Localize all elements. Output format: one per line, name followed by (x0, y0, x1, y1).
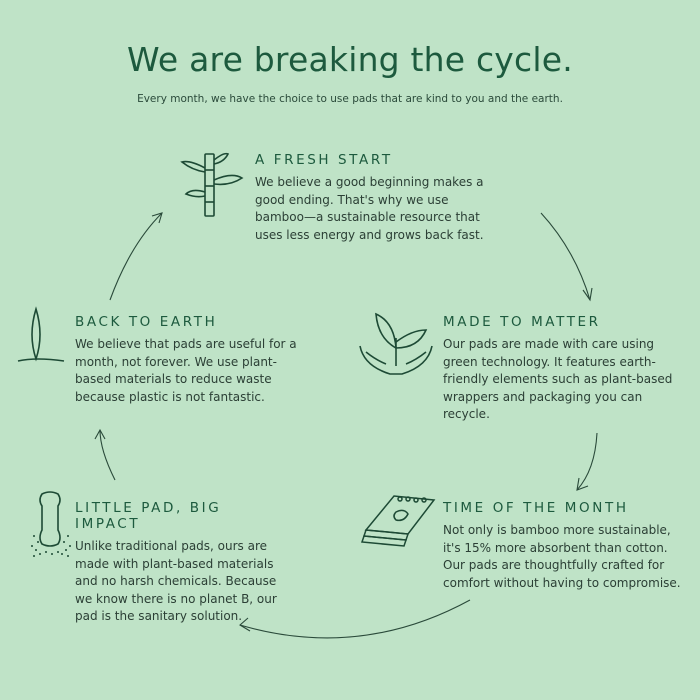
bamboo-icon (178, 148, 248, 220)
arrow-little-to-back (99, 429, 116, 481)
step-made-to-matter: MADE TO MATTER Our pads are made with ca… (443, 314, 673, 424)
page-subtitle: Every month, we have the choice to use p… (137, 93, 563, 105)
arrow-time-to-little (239, 599, 471, 639)
arrow-fresh-to-made (540, 212, 591, 301)
pad-dots-icon (28, 490, 74, 562)
step-body: Our pads are made with care using green … (443, 337, 673, 421)
step-fresh-start: A FRESH START We believe a good beginnin… (255, 152, 495, 244)
step-little-pad: LITTLE PAD, BIG IMPACT Unlike traditiona… (75, 500, 290, 626)
step-body: Not only is bamboo more sustainable, it'… (443, 523, 681, 590)
arrow-back-to-fresh (109, 212, 163, 301)
step-heading: MADE TO MATTER (443, 314, 601, 330)
hands-leaves-icon (356, 308, 436, 380)
step-body: We believe that pads are useful for a mo… (75, 337, 297, 404)
step-heading: A FRESH START (255, 152, 393, 168)
step-heading: BACK TO EARTH (75, 314, 218, 330)
step-heading: LITTLE PAD, BIG IMPACT (75, 500, 222, 532)
step-body: We believe a good beginning makes a good… (255, 175, 484, 242)
step-heading: TIME OF THE MONTH (443, 500, 629, 516)
step-back-to-earth: BACK TO EARTH We believe that pads are u… (75, 314, 310, 406)
step-time-of-month: TIME OF THE MONTH Not only is bamboo mor… (443, 500, 688, 592)
sprout-icon (16, 305, 66, 367)
page-title: We are breaking the cycle. (127, 40, 573, 79)
step-body: Unlike traditional pads, ours are made w… (75, 539, 277, 623)
arrow-made-to-time (576, 432, 598, 491)
calendar-pad-icon (352, 490, 438, 556)
